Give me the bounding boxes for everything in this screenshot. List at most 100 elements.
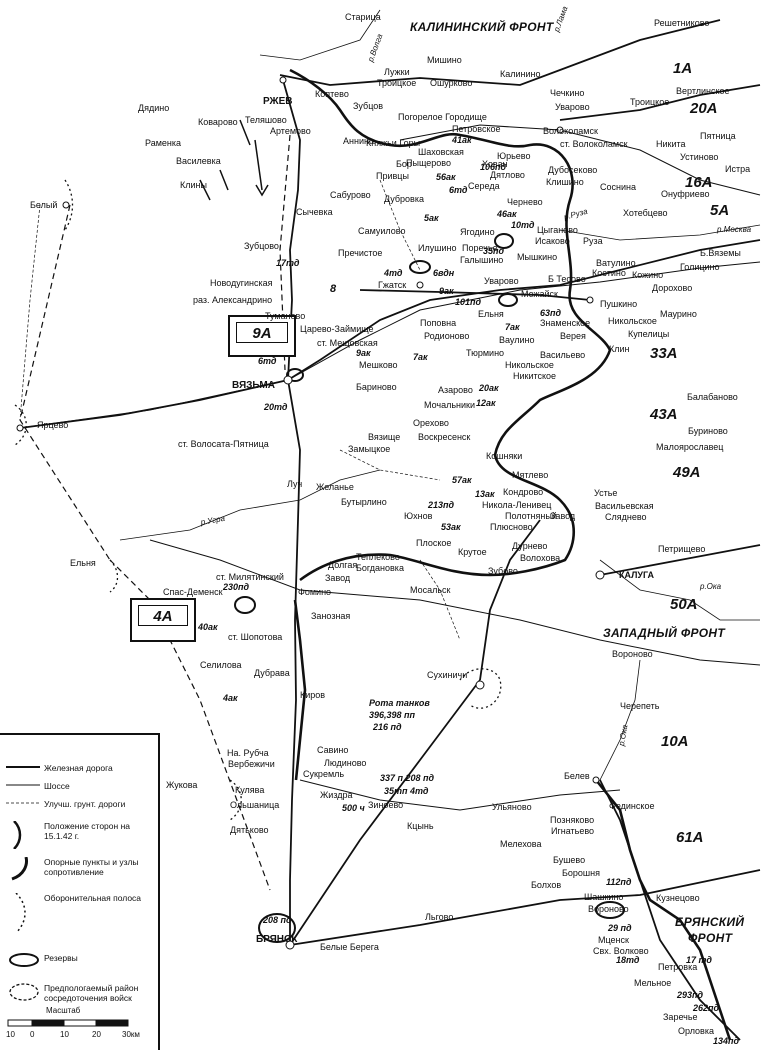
place-zarechye: Заречье (663, 1012, 698, 1022)
place-yurevo: Юрьево (497, 151, 531, 161)
hwy-minsk-moscow (19, 261, 761, 429)
place-petrovka: Петровка (658, 962, 698, 972)
place-mishino: Мишино (427, 55, 462, 65)
place-voronovo: Вороново (612, 649, 653, 659)
place-nikitskoe: Никитское (513, 371, 557, 381)
place-pyshchorovo: Пыщерово (406, 158, 451, 168)
unit-134pd: 134пд (713, 1036, 740, 1046)
place-khovan: Хован (482, 159, 508, 169)
rail-kaluga-tula (599, 544, 761, 576)
place-shakhovskaya: Шаховская (418, 147, 464, 157)
place-shashkino: Шашкино (584, 892, 624, 902)
army-9a-label: 9А (236, 322, 288, 343)
place-ploskoe: Плоское (416, 538, 452, 548)
scale-tick-3: 20 (92, 1030, 101, 1039)
place-ilushino: Илушино (418, 243, 457, 253)
highways (19, 124, 761, 811)
unit-46ak: 46ак (497, 209, 517, 219)
place-dyatkovo: Дятьково (230, 825, 269, 835)
place-durnevo: Дурнево (512, 541, 548, 551)
place-vasilevskaya: Васильевская (595, 501, 654, 511)
place-voskresensk: Воскресенск (418, 432, 471, 442)
scale-tick-1: 0 (30, 1030, 35, 1039)
place-ustinovo: Устиново (680, 152, 719, 162)
place-spas-demensk: Спас-Деменск (163, 587, 223, 597)
rail-volokolamsk-east (559, 84, 761, 121)
place-vertlinskoe: Вертлинское (676, 86, 730, 96)
front-line-west (293, 599, 307, 781)
hwy-south (299, 779, 621, 811)
place-onufrievo: Онуфриево (661, 189, 710, 199)
army-20a: 20А (690, 100, 718, 117)
scale-bar-graphic (7, 1019, 129, 1027)
place-slyadnevo: Сляднево (605, 512, 647, 522)
place-dyadino: Дядино (138, 103, 170, 113)
unit-13ak: 13ак (475, 489, 495, 499)
place-bogdanovo: Богдановка (356, 563, 404, 573)
place-zhelanye: Желанье (316, 482, 354, 492)
place-kostino: Костино (592, 268, 626, 278)
place-tsyganovo: Цыганово (537, 225, 578, 235)
legend-reserves-text: Резервы (44, 953, 78, 963)
place-vaulino: Ваулино (499, 335, 535, 345)
unit-213pd: 213пд (428, 500, 455, 510)
place-zubtsovo: Зубцово (244, 241, 279, 251)
unit-106pd: 106пд (480, 162, 507, 172)
place-belyi: Белый (30, 200, 58, 210)
place-tumanovo: Туманово (265, 311, 306, 321)
place-troitskoe: Троицкое (377, 78, 417, 88)
place-svkh-volkovo: Свх. Волково (593, 946, 649, 956)
place-kirov: Киров (300, 690, 326, 700)
place-zavod: Завод (550, 511, 576, 521)
place-artemovo: Артемово (270, 126, 311, 136)
unit-500: 500 ч (342, 803, 365, 813)
place-kupelitsy: Купелицы (628, 329, 670, 339)
place-rzhev: РЖЕВ (263, 96, 293, 107)
place-koshnyaki: Кошняки (486, 451, 523, 461)
place-bolkhov: Болхов (531, 880, 562, 890)
unit-7ak: 7ак (505, 322, 520, 332)
army-49a: 49А (673, 464, 701, 481)
unit-4td: 4тд (384, 268, 403, 278)
place-luch: Луч (287, 479, 303, 489)
rail-kaluga-sukhinichi (479, 519, 541, 681)
place-butyrlino: Бутырлино (341, 497, 387, 507)
place-kzyn: Кцынь (407, 821, 434, 831)
place-volokhova: Волохова (520, 553, 561, 563)
place-belev: Белев (564, 771, 590, 781)
place-novodugino: Новодугинская (210, 278, 273, 288)
place-krutoe: Крутое (458, 547, 487, 557)
place-yagodino: Ягодино (460, 227, 495, 237)
unit-112pd: 112пд (606, 877, 632, 887)
place-gzhatsk: Гжатск (378, 280, 407, 290)
hwy-north (399, 124, 761, 196)
place-reshetnikovo: Решетниково (654, 18, 710, 28)
place-klishino: Клишино (546, 177, 584, 187)
unit-9ak: 9ак (439, 286, 454, 296)
place-nikola-lenivets: Никола-Ленивец (482, 500, 552, 510)
place-kuznetsovo: Кузнецово (656, 893, 700, 903)
army-9a-box: 9А (228, 315, 296, 357)
place-klinki: Клины (180, 180, 207, 190)
unit-9ak-2: 9ак (356, 348, 371, 358)
place-mozhaysk: Можайск (521, 289, 558, 299)
place-cherepet: Черепеть (620, 701, 660, 711)
unit-17td: 17тд (276, 258, 300, 268)
legend-strongpoints-text: Опорные пункты и узлы сопротивление (44, 857, 139, 877)
place-kulyavo: Кулява (235, 785, 265, 795)
unit-57ak: 57ак (452, 475, 472, 485)
place-polotnyany: Полотняный (505, 511, 557, 521)
place-azarovo: Азарово (438, 385, 473, 395)
place-zanoznaya: Занозная (311, 611, 351, 621)
place-dubrava: Дубрава (254, 668, 290, 678)
place-sukremel: Сукремль (303, 769, 345, 779)
place-kondrovo: Кондрово (503, 487, 544, 497)
legend-positions-text: Положение сторон на 15.1.42 г. (44, 821, 130, 841)
arrows (199, 119, 269, 201)
unit-35tn: 35тп 4тд (384, 786, 429, 796)
dirt-roads (19, 179, 461, 641)
army-43a: 43А (650, 406, 678, 423)
legend-defense-symbol (15, 893, 26, 933)
front-line (289, 68, 732, 1041)
